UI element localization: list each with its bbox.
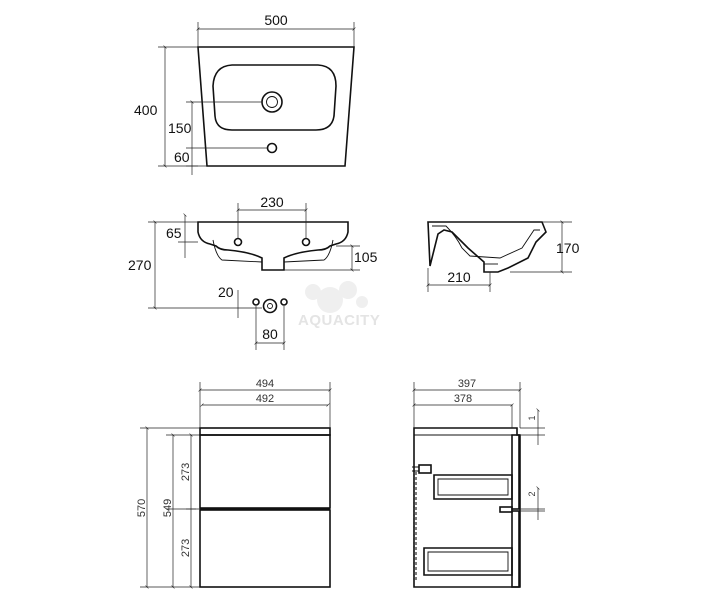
watermark-logo: AQUACITY [298, 281, 380, 329]
dim-rim: 65 [166, 225, 182, 241]
dim-drawer-top: 273 [180, 463, 192, 481]
basin-front-view: 230 270 65 105 20 80 [128, 194, 378, 350]
dim-basin-height: 270 [128, 257, 152, 273]
basin-side-view: 170 210 [426, 220, 580, 292]
dim-to-tap-hole: 60 [174, 149, 190, 165]
basin-top-view: 500 400 150 60 [134, 12, 356, 175]
dim-basin-width: 500 [264, 12, 288, 28]
dim-gap-drawer: 2 [527, 491, 537, 496]
dim-side-depth: 210 [447, 269, 471, 285]
dim-cab-outer-width: 494 [256, 378, 274, 390]
dim-cab-outer-depth: 397 [458, 378, 476, 390]
dim-cab-body-height: 549 [162, 499, 174, 517]
dim-basin-depth: 400 [134, 102, 158, 118]
dim-drawer-bottom: 273 [180, 539, 192, 557]
cabinet-front-view: 494 492 570 549 273 273 [136, 378, 332, 589]
dim-cab-inner-width: 492 [256, 393, 274, 405]
cabinet-side-view: 397 378 1 2 [412, 378, 545, 588]
dim-outlet-height: 105 [354, 249, 378, 265]
watermark-text: AQUACITY [298, 312, 380, 329]
dim-hole-spacing: 230 [260, 194, 284, 210]
dim-side-height: 170 [556, 240, 580, 256]
dim-to-drain: 150 [168, 120, 192, 136]
dim-gap-top: 1 [527, 415, 537, 420]
dim-cab-inner-depth: 378 [454, 393, 472, 405]
dim-outlet-spacing: 80 [262, 326, 278, 342]
dim-cab-total-height: 570 [136, 499, 148, 517]
dim-outlet-offset: 20 [218, 284, 234, 300]
